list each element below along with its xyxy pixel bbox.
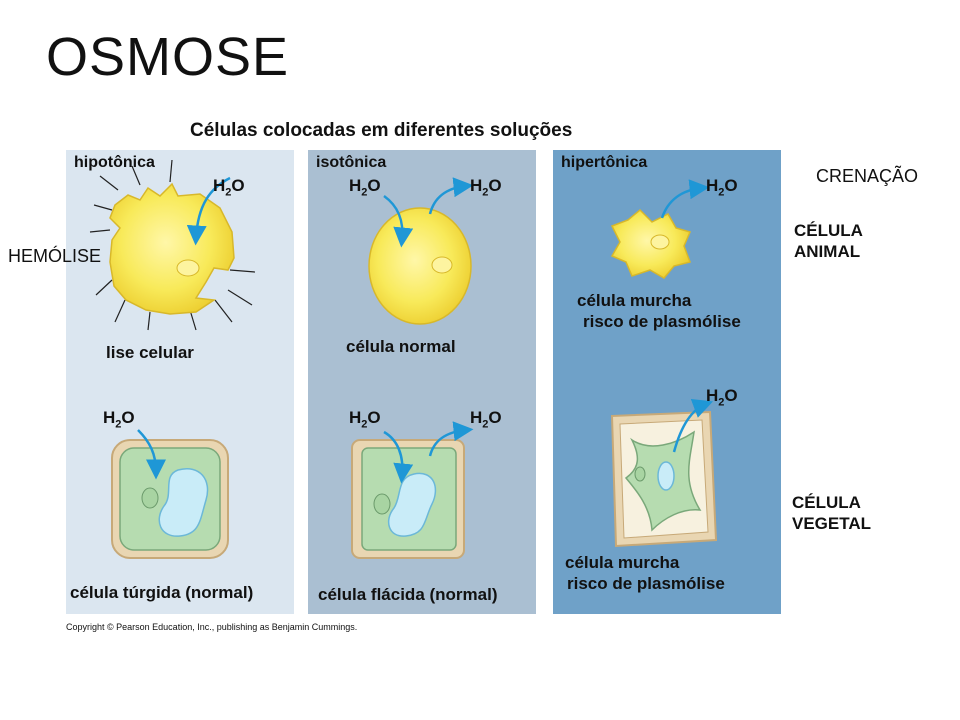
caption-shriveled-animal-line1: célula murcha [577,291,692,310]
turgid-plant-cell [111,429,229,559]
caption-normal: célula normal [346,337,456,356]
h2o-label: H2O [470,408,502,431]
caption-shriveled-animal: célula murcha risco de plasmólise [577,290,741,332]
caption-shriveled-animal-line2: risco de plasmólise [583,312,741,331]
slide-title: OSMOSE [46,27,290,87]
h2o-label: H2O [706,176,738,199]
row-label-animal: CÉLULA ANIMAL [794,220,863,262]
annotation-crenation: CRENAÇÃO [816,166,919,186]
panel-title-hypertonic: hipertônica [561,154,648,171]
h2o-label: H2O [349,176,381,199]
copyright-notice: Copyright © Pearson Education, Inc., pub… [66,622,358,632]
flaccid-plant-cell [351,421,474,559]
h2o-label: H2O [706,386,738,409]
crenated-animal-cell [610,179,710,279]
panel-title-hypotonic: hipotônica [74,154,155,171]
annotation-hemolysis: HEMÓLISE [8,246,102,266]
caption-shriveled-plant-line1: célula murcha [565,553,680,572]
caption-flaccid: célula flácida (normal) [318,585,498,604]
h2o-label: H2O [349,408,381,431]
plasmolyzed-plant-cell [610,399,718,548]
caption-shriveled-plant-line2: risco de plasmólise [567,574,725,593]
caption-lysis: lise celular [106,343,194,362]
row-label-animal-line2: ANIMAL [794,242,861,261]
panel-title-isotonic: isotônica [316,154,387,171]
row-label-animal-line1: CÉLULA [794,221,863,240]
figure-title: Células colocadas em diferentes soluções [190,120,573,141]
lysed-animal-cell [89,159,256,331]
row-label-plant: CÉLULA VEGETAL [792,492,871,534]
row-label-plant-line2: VEGETAL [792,514,872,533]
normal-animal-cell [368,177,474,325]
h2o-label: H2O [103,408,135,431]
h2o-label: H2O [213,176,245,199]
h2o-label: H2O [470,176,502,199]
caption-shriveled-plant: célula murcha risco de plasmólise [565,552,725,594]
caption-turgid: célula túrgida (normal) [70,583,254,602]
row-label-plant-line1: CÉLULA [792,493,861,512]
